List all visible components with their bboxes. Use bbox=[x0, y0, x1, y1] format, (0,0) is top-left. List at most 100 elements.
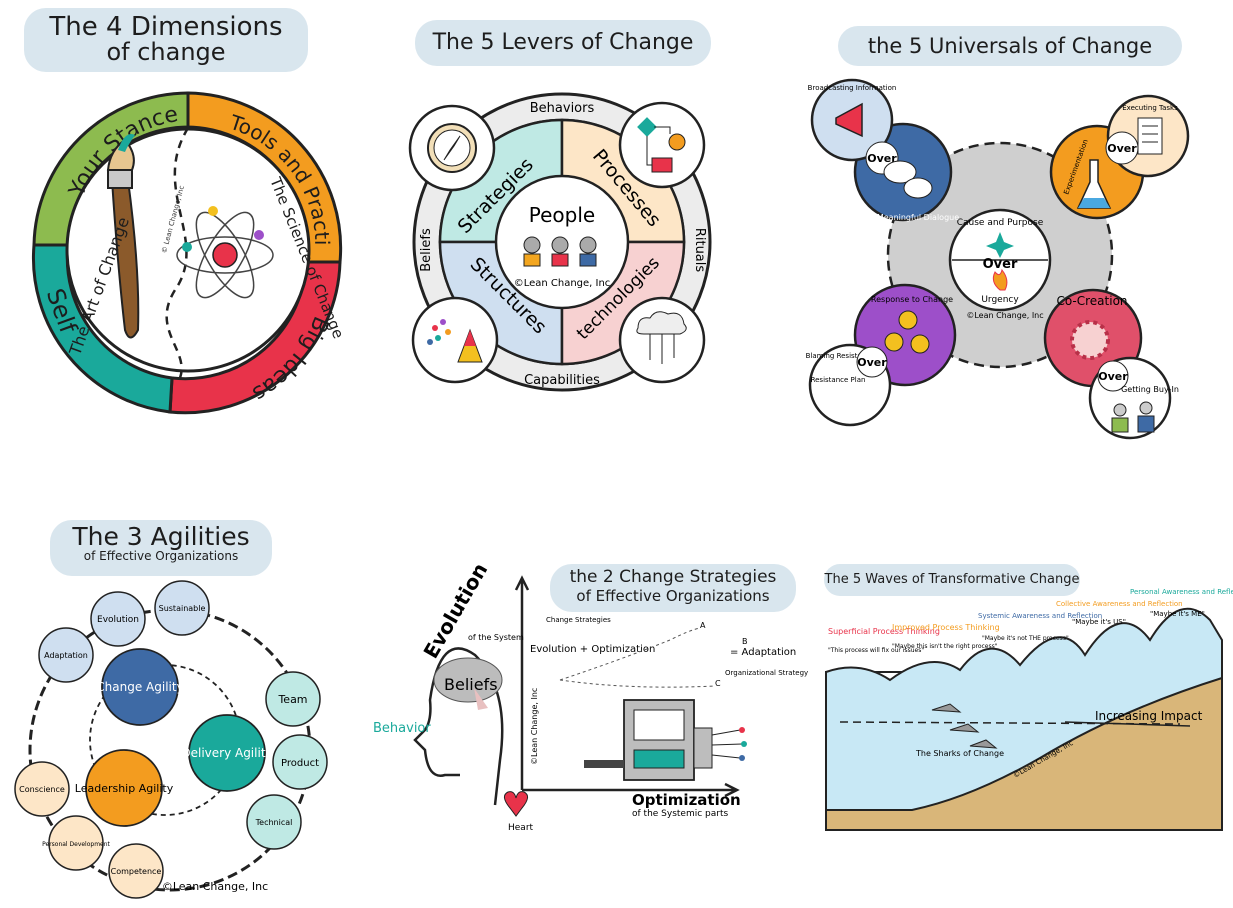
over-2: Over bbox=[1107, 142, 1137, 155]
wave-4-quote: "Maybe it's US" bbox=[1072, 618, 1126, 626]
levers-credit: ©Lean Change, Inc bbox=[514, 278, 611, 289]
beliefs-label: Beliefs bbox=[444, 675, 498, 694]
waves-title: The 5 Waves of Transformative Change bbox=[824, 564, 1080, 596]
evolution-label: Evolution bbox=[97, 615, 139, 625]
levers-diagram: People ©Lean Change, Inc Strategies Proc… bbox=[408, 92, 712, 392]
agilities-title: The 3 Agilities of Effective Organizatio… bbox=[50, 520, 272, 576]
strategies-title-line2: of Effective Organizations bbox=[576, 587, 770, 605]
wave-2-label: Improved Process Thinking bbox=[892, 623, 1000, 632]
agilities-diagram: Evolution Sustainable Adaptation Team Pr… bbox=[14, 580, 328, 899]
paintbrush-icon bbox=[106, 134, 140, 339]
strategies-title: the 2 Change Strategies of Effective Org… bbox=[550, 564, 796, 612]
head-outline bbox=[413, 647, 504, 806]
sustainable-label: Sustainable bbox=[159, 604, 206, 613]
agilities-title-line2: of Effective Organizations bbox=[83, 549, 239, 563]
resistance-plan-label: Resistance Plan bbox=[811, 376, 866, 384]
cause-label: Cause and Purpose bbox=[957, 218, 1044, 228]
change-agility-label: Change Agility bbox=[96, 680, 183, 694]
virus-icon bbox=[1070, 320, 1110, 360]
conscience-label: Conscience bbox=[19, 785, 65, 794]
dimensions-title-line2: of change bbox=[106, 38, 226, 66]
waves-diagram: Increasing Impact The Sharks of Change S… bbox=[825, 588, 1233, 831]
panel-4-dimensions: The 4 Dimensions of change Your Stance T… bbox=[0, 0, 360, 430]
change-strategies-label: Change Strategies bbox=[546, 616, 611, 624]
capabilities-label: Capabilities bbox=[524, 373, 600, 388]
competence-label: Competence bbox=[111, 867, 162, 876]
urgency-label: Urgency bbox=[981, 295, 1019, 305]
dimensions-title-line1: The 4 Dimensions bbox=[49, 12, 283, 42]
machine-icon bbox=[584, 699, 747, 781]
people-label: People bbox=[529, 203, 595, 227]
point-a: A bbox=[700, 621, 706, 630]
panel-5-waves: The 5 Waves of Transformative Change Inc… bbox=[820, 560, 1233, 908]
faces-icon bbox=[884, 310, 930, 354]
over-1: Over bbox=[867, 152, 897, 165]
product-label: Product bbox=[281, 758, 319, 769]
cause-over: Over bbox=[983, 257, 1018, 272]
wave-1-quote: "This process will fix our issues" bbox=[828, 647, 924, 654]
panel-5-universals: the 5 Universals of Change Cause and Pur… bbox=[800, 0, 1233, 440]
wave-2-quote: "Maybe this isn't the right process" bbox=[892, 643, 998, 650]
evolution-label: Evolution bbox=[419, 560, 493, 663]
flowchart-bubble bbox=[618, 101, 706, 189]
panel-2-strategies: the 2 Change Strategies of Effective Org… bbox=[370, 560, 810, 908]
over-3: Over bbox=[857, 356, 887, 369]
heart-label: Heart bbox=[508, 823, 534, 833]
pyramid-icon bbox=[427, 319, 483, 363]
impact-label: Increasing Impact bbox=[1095, 709, 1203, 723]
self-segment bbox=[31, 243, 174, 414]
adaptation-label: Adaptation bbox=[44, 651, 88, 660]
wave-3-quote: "Maybe it's not THE process" bbox=[982, 635, 1069, 642]
pyramid-bubble bbox=[411, 296, 499, 384]
checklist-icon bbox=[1137, 117, 1163, 155]
blaming-label: Blaming Resistance bbox=[806, 352, 875, 360]
levers-title: The 5 Levers of Change bbox=[415, 20, 711, 66]
point-c: C bbox=[715, 679, 721, 688]
speech-bubbles-icon bbox=[883, 160, 933, 199]
brain-icon bbox=[433, 657, 503, 710]
meaningful-label: Meaningful Dialogue bbox=[877, 213, 959, 222]
cloud-icon bbox=[636, 311, 687, 364]
panel-5-levers: The 5 Levers of Change People ©Lean Chan… bbox=[400, 0, 730, 430]
optimization-sub: of the Systemic parts bbox=[632, 809, 728, 819]
agilities-title-line1: The 3 Agilities bbox=[72, 522, 250, 551]
org-strategy-label: Organizational Strategy bbox=[725, 669, 808, 677]
executing-label: Executing Tasks bbox=[1122, 104, 1178, 112]
two-people-icon bbox=[1111, 401, 1155, 433]
strategies-title-line1: the 2 Change Strategies bbox=[569, 567, 777, 587]
wave-1-label: Superficial Process Thinking bbox=[828, 627, 940, 636]
ground-area bbox=[825, 676, 1223, 831]
leadership-agility-label: Leadership Agility bbox=[75, 782, 174, 795]
fire-icon bbox=[992, 268, 1008, 291]
sharks-icon bbox=[931, 703, 998, 749]
sharks-label: The Sharks of Change bbox=[915, 749, 1004, 758]
people-icon bbox=[523, 236, 597, 267]
strategies-diagram: Beliefs Evolution of the System Behavior… bbox=[373, 560, 808, 833]
buyin-label: Getting Buy-In bbox=[1121, 385, 1179, 394]
wave-5-label: Personal Awareness and Reflection bbox=[1130, 588, 1233, 596]
agilities-credit: ©Lean Change, Inc bbox=[162, 880, 268, 893]
wave-5-quote: "Maybe it's ME" bbox=[1150, 610, 1205, 618]
behavior-label: Behavior bbox=[373, 721, 431, 736]
megaphone-icon bbox=[835, 102, 863, 138]
art-science-divider bbox=[165, 127, 190, 379]
point-b: B bbox=[742, 637, 748, 646]
panel-3-agilities: The 3 Agilities of Effective Organizatio… bbox=[0, 500, 340, 908]
beliefs-label: Beliefs bbox=[419, 228, 434, 272]
heart-icon bbox=[504, 791, 528, 817]
dimensions-diagram: Your Stance Tools and Practices Big Idea… bbox=[0, 0, 348, 415]
delivery-agility-label: Delivery Agility bbox=[181, 746, 272, 760]
wave-3-label: Systemic Awareness and Reflection bbox=[978, 612, 1102, 620]
behaviors-label: Behaviors bbox=[530, 101, 595, 116]
strategies-credit: ©Lean Change, Inc bbox=[530, 688, 539, 765]
evo-opt-label: Evolution + Optimization bbox=[530, 644, 655, 655]
atom-icon bbox=[176, 206, 274, 299]
adaptation-label: = Adaptation bbox=[730, 647, 796, 658]
evolution-sub: of the System bbox=[468, 633, 524, 642]
personal-dev-label: Personal Development bbox=[42, 841, 110, 848]
technical-label: Technical bbox=[255, 818, 293, 827]
rituals-label: Rituals bbox=[692, 228, 707, 273]
dimensions-title: The 4 Dimensions of change bbox=[24, 8, 308, 72]
universals-title: the 5 Universals of Change bbox=[838, 26, 1182, 66]
universals-credit: ©Lean Change, Inc bbox=[966, 311, 1043, 320]
